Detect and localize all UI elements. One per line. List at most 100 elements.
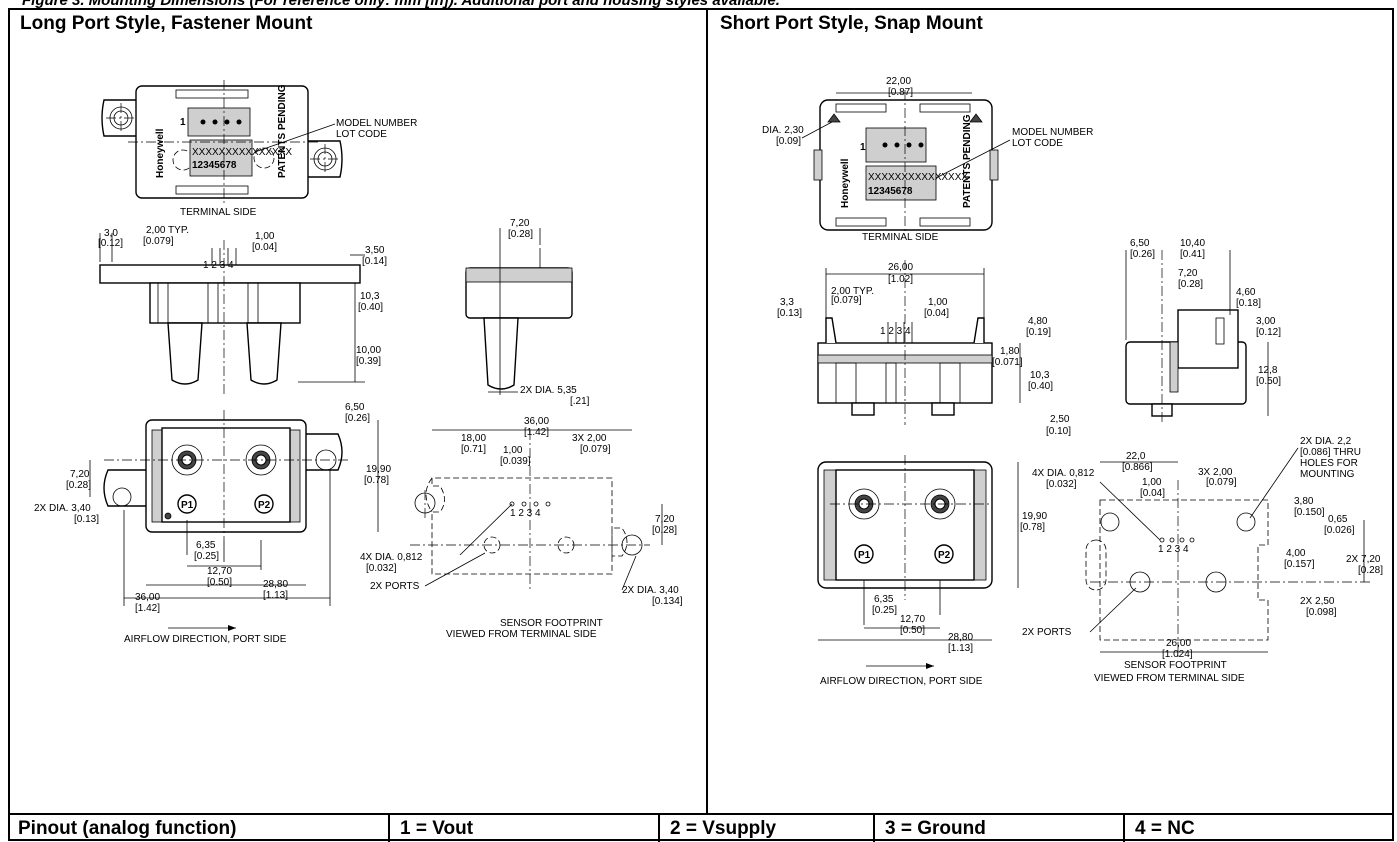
svg-text:DIA. 2,30: DIA. 2,30	[762, 125, 804, 136]
svg-text:[0.079]: [0.079]	[831, 295, 862, 306]
svg-text:[0.079]: [0.079]	[143, 236, 174, 247]
svg-text:[0.87]: [0.87]	[888, 87, 913, 98]
svg-text:22,0: 22,0	[1126, 451, 1146, 462]
svg-text:6,50: 6,50	[1130, 238, 1150, 249]
svg-text:18,00: 18,00	[461, 433, 486, 444]
svg-text:P1: P1	[858, 550, 871, 561]
svg-text:[1.13]: [1.13]	[948, 643, 973, 654]
svg-text:SENSOR FOOTPRINT: SENSOR FOOTPRINT	[500, 618, 603, 629]
svg-text:[0.157]: [0.157]	[1284, 559, 1315, 570]
svg-text:[0.134]: [0.134]	[652, 596, 683, 607]
svg-text:PATENTS PENDING: PATENTS PENDING	[962, 114, 973, 208]
svg-text:[0.25]: [0.25]	[872, 605, 897, 616]
svg-text:3,80: 3,80	[1294, 496, 1314, 507]
svg-text:2,50: 2,50	[1050, 414, 1070, 425]
svg-text:4,80: 4,80	[1028, 316, 1048, 327]
svg-text:3X 2,00: 3X 2,00	[1198, 467, 1233, 478]
svg-text:4,60: 4,60	[1236, 287, 1256, 298]
svg-text:[0.28]: [0.28]	[652, 525, 677, 536]
svg-text:3,50: 3,50	[365, 245, 385, 256]
svg-text:[0.28]: [0.28]	[1358, 565, 1383, 576]
svg-text:[0.50]: [0.50]	[207, 577, 232, 588]
svg-text:2,00 TYP.: 2,00 TYP.	[831, 286, 874, 297]
svg-text:6,35: 6,35	[196, 540, 216, 551]
left-side-elevation: 7,20 [0.28] 2X DIA. 5,35 [.21]	[465, 218, 590, 407]
row-divider	[8, 813, 1394, 815]
svg-text:1 2 3 4: 1 2 3 4	[880, 326, 911, 337]
svg-text:[0.086] THRU: [0.086] THRU	[1300, 447, 1361, 458]
svg-text:2X PORTS: 2X PORTS	[370, 581, 420, 592]
table-frame	[8, 8, 1394, 841]
svg-text:XXXXXXXXXXXXXXX: XXXXXXXXXXXXXXX	[868, 172, 968, 183]
left-sensor-footprint: 1 2 3 4 36,00 [1.42] 18,00 [0.71] 1,00 […	[360, 416, 683, 640]
svg-text:6,50: 6,50	[345, 402, 365, 413]
svg-text:P2: P2	[938, 550, 951, 561]
pin-2: 2 = Vsupply	[658, 815, 873, 842]
svg-text:10,00: 10,00	[356, 345, 381, 356]
svg-text:[0.41]: [0.41]	[1180, 249, 1205, 260]
right-side-elevation: 6,50 [0.26] 10,40 [0.41] 7,20 [0.28] 4,6…	[1125, 238, 1281, 425]
svg-text:[0.866]: [0.866]	[1122, 462, 1153, 473]
svg-text:0,65: 0,65	[1328, 514, 1348, 525]
pinout-row: Pinout (analog function) 1 = Vout 2 = Vs…	[8, 815, 1394, 842]
right-panel-title: Short Port Style, Snap Mount	[720, 13, 983, 34]
svg-text:4X DIA. 0,812: 4X DIA. 0,812	[1032, 468, 1095, 479]
svg-text:[0.032]: [0.032]	[366, 563, 397, 574]
svg-text:[0.26]: [0.26]	[345, 413, 370, 424]
svg-text:[0.079]: [0.079]	[580, 444, 611, 455]
svg-text:[.21]: [.21]	[570, 396, 590, 407]
svg-text:10,3: 10,3	[1030, 370, 1050, 381]
svg-text:28,80: 28,80	[263, 579, 288, 590]
svg-text:12345678: 12345678	[868, 186, 913, 197]
svg-text:LOT CODE: LOT CODE	[1012, 138, 1063, 149]
svg-text:3,0: 3,0	[104, 228, 118, 239]
svg-text:7,20: 7,20	[655, 514, 675, 525]
svg-text:[0.50]: [0.50]	[1256, 376, 1281, 387]
pin-3: 3 = Ground	[873, 815, 1123, 842]
svg-text:HOLES FOR: HOLES FOR	[1300, 458, 1358, 469]
svg-text:PATENTS PENDING: PATENTS PENDING	[277, 84, 288, 178]
svg-text:[0.19]: [0.19]	[1026, 327, 1051, 338]
svg-text:[0.13]: [0.13]	[777, 308, 802, 319]
svg-text:1 2 3 4: 1 2 3 4	[510, 508, 541, 519]
svg-text:[0.032]: [0.032]	[1046, 479, 1077, 490]
svg-text:MOUNTING: MOUNTING	[1300, 469, 1355, 480]
svg-text:10,40: 10,40	[1180, 238, 1205, 249]
left-port-side-view: P1 P2 6,50 [0.26] 19,90 [0.78] 7,20 [0.2…	[34, 402, 391, 645]
svg-text:7,20: 7,20	[1178, 268, 1198, 279]
right-terminal-side-view: 1 XXXXXXXXXXXXXXX 12345678 Honeywell PAT…	[762, 76, 1093, 243]
svg-text:[0.40]: [0.40]	[1028, 381, 1053, 392]
right-port-side-view: P1 P2 19,90 [0.78] 6,35 [0.25] 12,70 [0.…	[817, 455, 1047, 687]
svg-text:[0.28]: [0.28]	[66, 480, 91, 491]
pinout-label: Pinout (analog function)	[18, 818, 237, 839]
svg-text:[1.024]: [1.024]	[1162, 649, 1193, 660]
svg-text:6,35: 6,35	[874, 594, 894, 605]
svg-text:4X DIA. 0,812: 4X DIA. 0,812	[360, 552, 423, 563]
left-panel-title: Long Port Style, Fastener Mount	[20, 13, 313, 34]
svg-text:10,3: 10,3	[360, 291, 380, 302]
right-port-side-elevation: 1 2 3 4 26,00 [1.02] 2,00 TYP. [0.079] 3…	[777, 260, 1071, 437]
svg-text:1: 1	[180, 117, 186, 128]
svg-text:AIRFLOW DIRECTION, PORT SIDE: AIRFLOW DIRECTION, PORT SIDE	[124, 634, 287, 645]
svg-text:SENSOR FOOTPRINT: SENSOR FOOTPRINT	[1124, 660, 1227, 671]
svg-text:[0.71]: [0.71]	[461, 444, 486, 455]
svg-text:[0.04]: [0.04]	[252, 242, 277, 253]
svg-text:[0.50]: [0.50]	[900, 625, 925, 636]
svg-text:TERMINAL SIDE: TERMINAL SIDE	[862, 232, 939, 243]
svg-text:28,80: 28,80	[948, 632, 973, 643]
svg-text:2X DIA. 3,40: 2X DIA. 3,40	[34, 503, 91, 514]
svg-text:3X 2,00: 3X 2,00	[572, 433, 607, 444]
column-divider	[706, 8, 708, 815]
left-terminal-side-view: 1 XXXXXXXXXXXXXXX 12345678 Honeywell PAT…	[101, 80, 417, 218]
svg-text:1,80: 1,80	[1000, 346, 1020, 357]
svg-text:2X 7,20: 2X 7,20	[1346, 554, 1381, 565]
svg-text:12345678: 12345678	[192, 160, 237, 171]
svg-text:12,70: 12,70	[207, 566, 232, 577]
svg-text:VIEWED FROM TERMINAL SIDE: VIEWED FROM TERMINAL SIDE	[1094, 673, 1245, 684]
svg-text:TERMINAL SIDE: TERMINAL SIDE	[180, 207, 257, 218]
svg-text:[0.28]: [0.28]	[508, 229, 533, 240]
svg-text:[0.13]: [0.13]	[74, 514, 99, 525]
svg-text:[1.42]: [1.42]	[524, 427, 549, 438]
svg-text:7,20: 7,20	[510, 218, 530, 229]
serial-x-text: XXXXXXXXXXXXXXX	[192, 147, 292, 158]
